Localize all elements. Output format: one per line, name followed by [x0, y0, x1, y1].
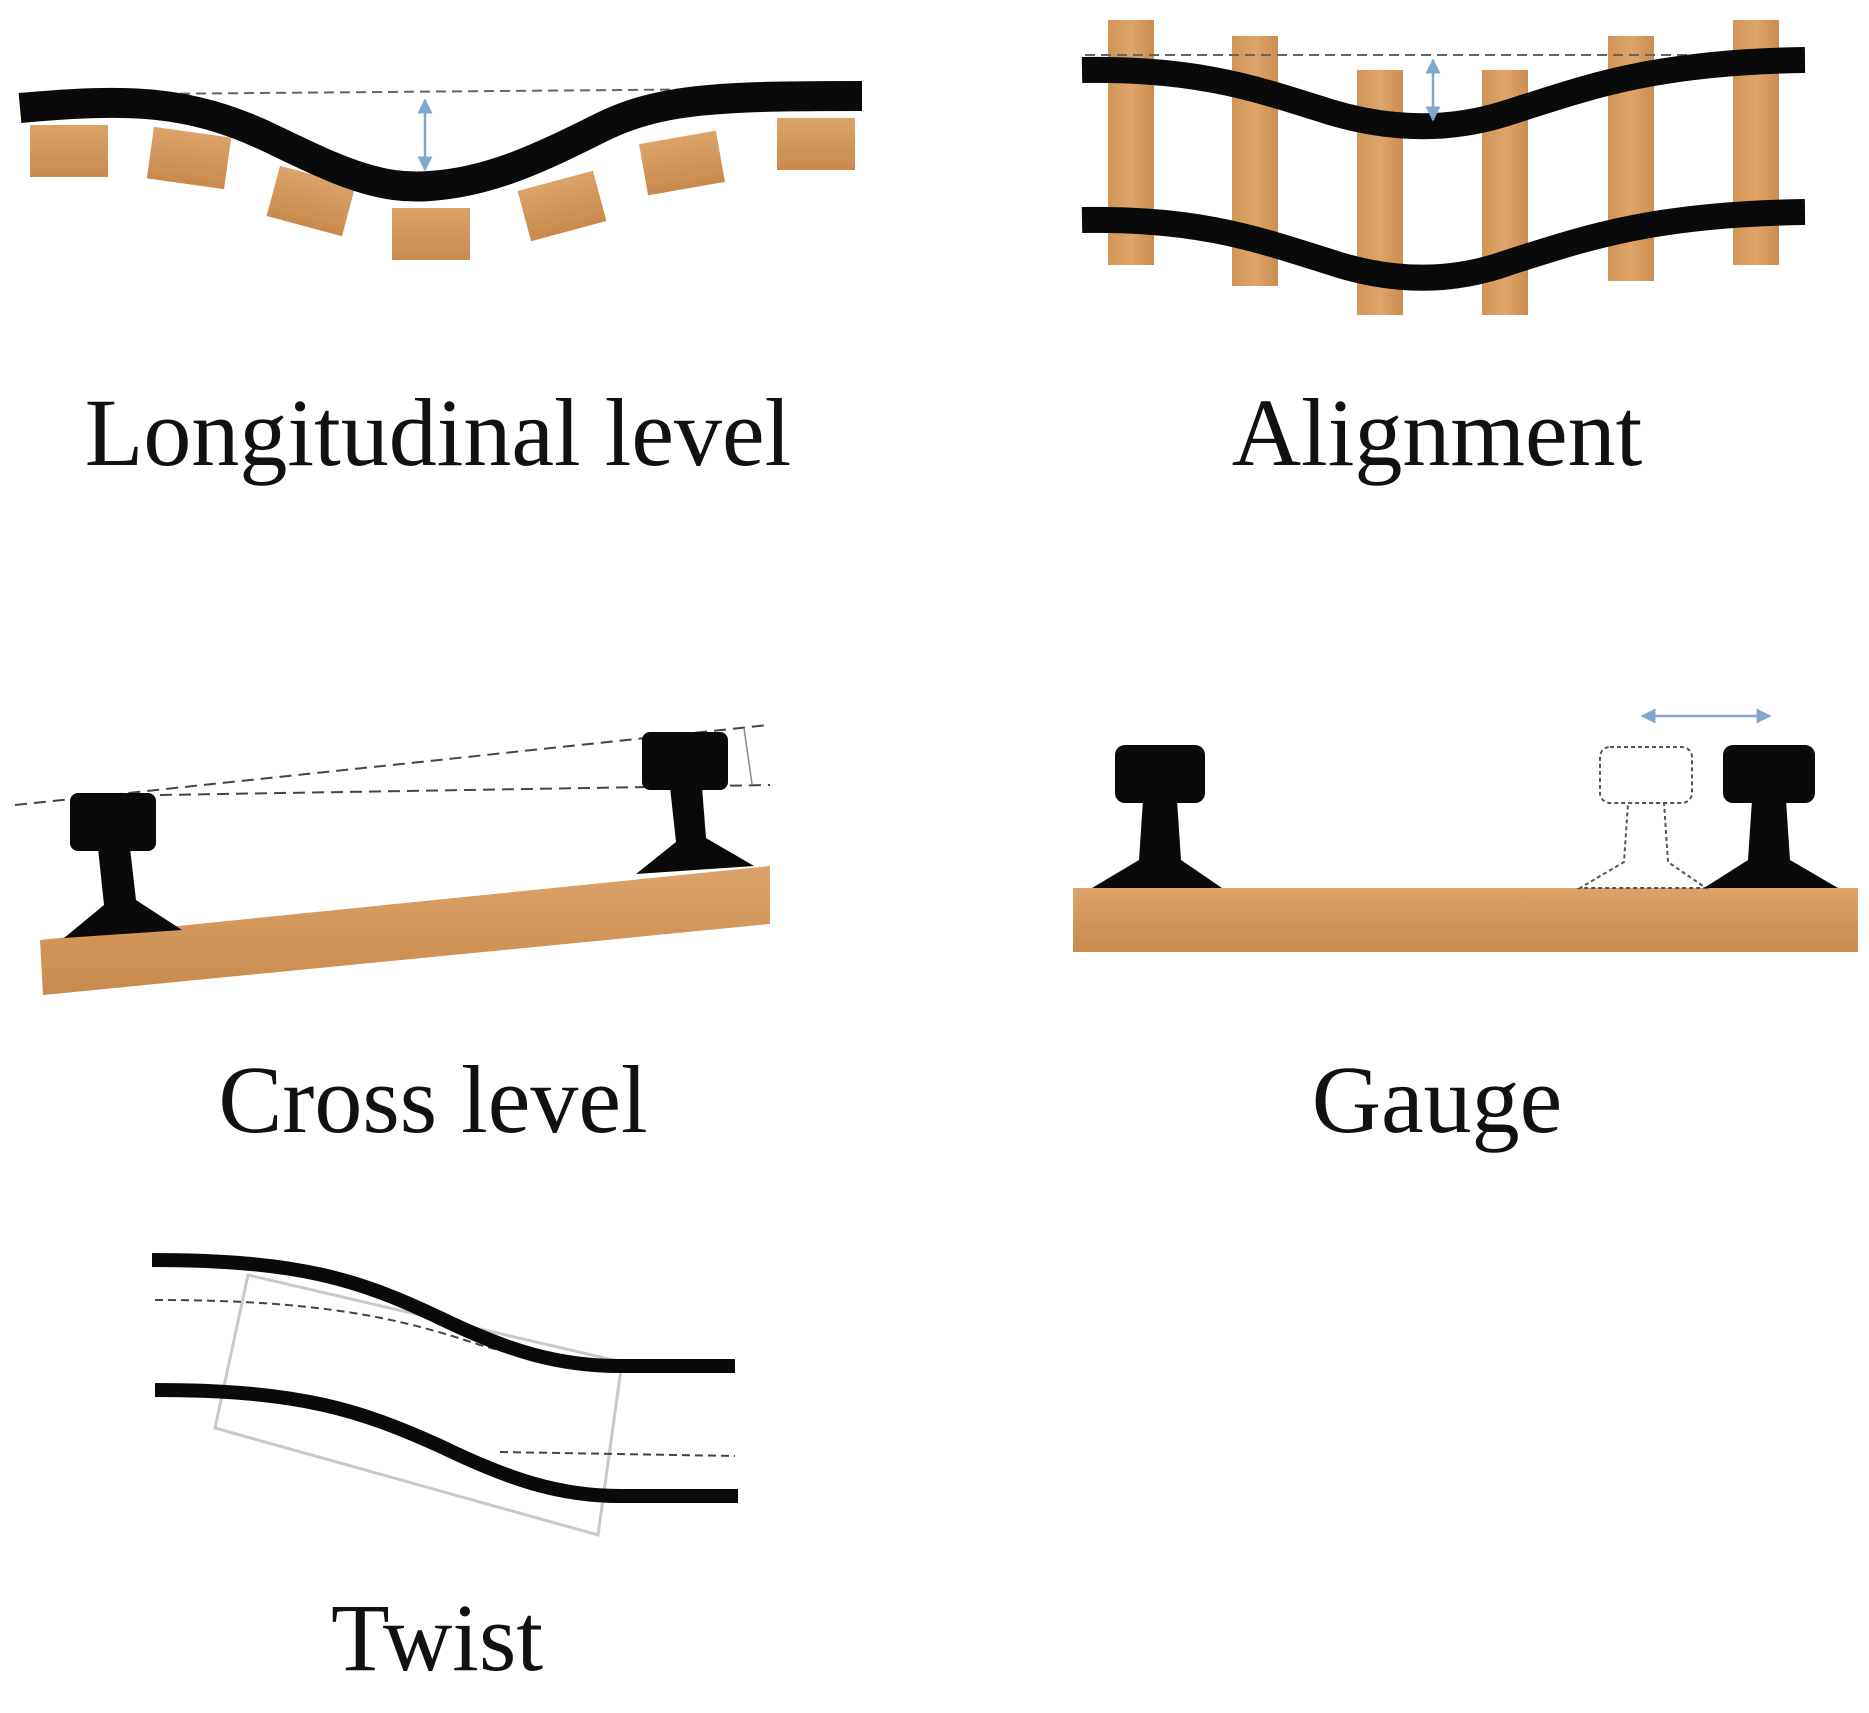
sleeper [30, 125, 108, 177]
sleeper [639, 130, 725, 196]
sleepers [30, 118, 855, 260]
alignment-diagram [1081, 20, 1806, 315]
gauge-diagram [1073, 708, 1858, 952]
cross-level-arrow [743, 727, 753, 785]
reference-line [19, 87, 863, 96]
rail-left [1081, 47, 1806, 140]
sleeper [40, 866, 770, 995]
sleeper [266, 165, 356, 237]
sleeper [1073, 888, 1858, 952]
ghost-rail [1576, 746, 1710, 889]
sleeper [392, 208, 470, 260]
sleeper [146, 126, 232, 190]
reference-line-lower [499, 1451, 736, 1457]
rail-left [64, 793, 182, 938]
caption-alignment: Alignment [1231, 379, 1643, 486]
rail-right [636, 732, 754, 874]
ghost-plane [213, 1273, 624, 1537]
twist-diagram [151, 1253, 738, 1537]
caption-twist: Twist [331, 1584, 543, 1691]
longitudinal-level-diagram [18, 81, 863, 260]
rail-right [1704, 745, 1838, 888]
caption-longitudinal-level: Longitudinal level [84, 379, 792, 486]
rail [18, 81, 863, 202]
rail-upper [151, 1253, 735, 1373]
reference-line-lower [159, 784, 771, 796]
cross-level-diagram [14, 724, 771, 995]
sleeper [777, 118, 855, 170]
caption-cross-level: Cross level [218, 1046, 648, 1153]
rail-right [1081, 199, 1806, 291]
rail-left [1092, 745, 1222, 888]
caption-gauge: Gauge [1311, 1046, 1563, 1153]
reference-line-upper [154, 1299, 631, 1365]
rail-lower [154, 1383, 738, 1503]
sleeper [517, 170, 607, 242]
